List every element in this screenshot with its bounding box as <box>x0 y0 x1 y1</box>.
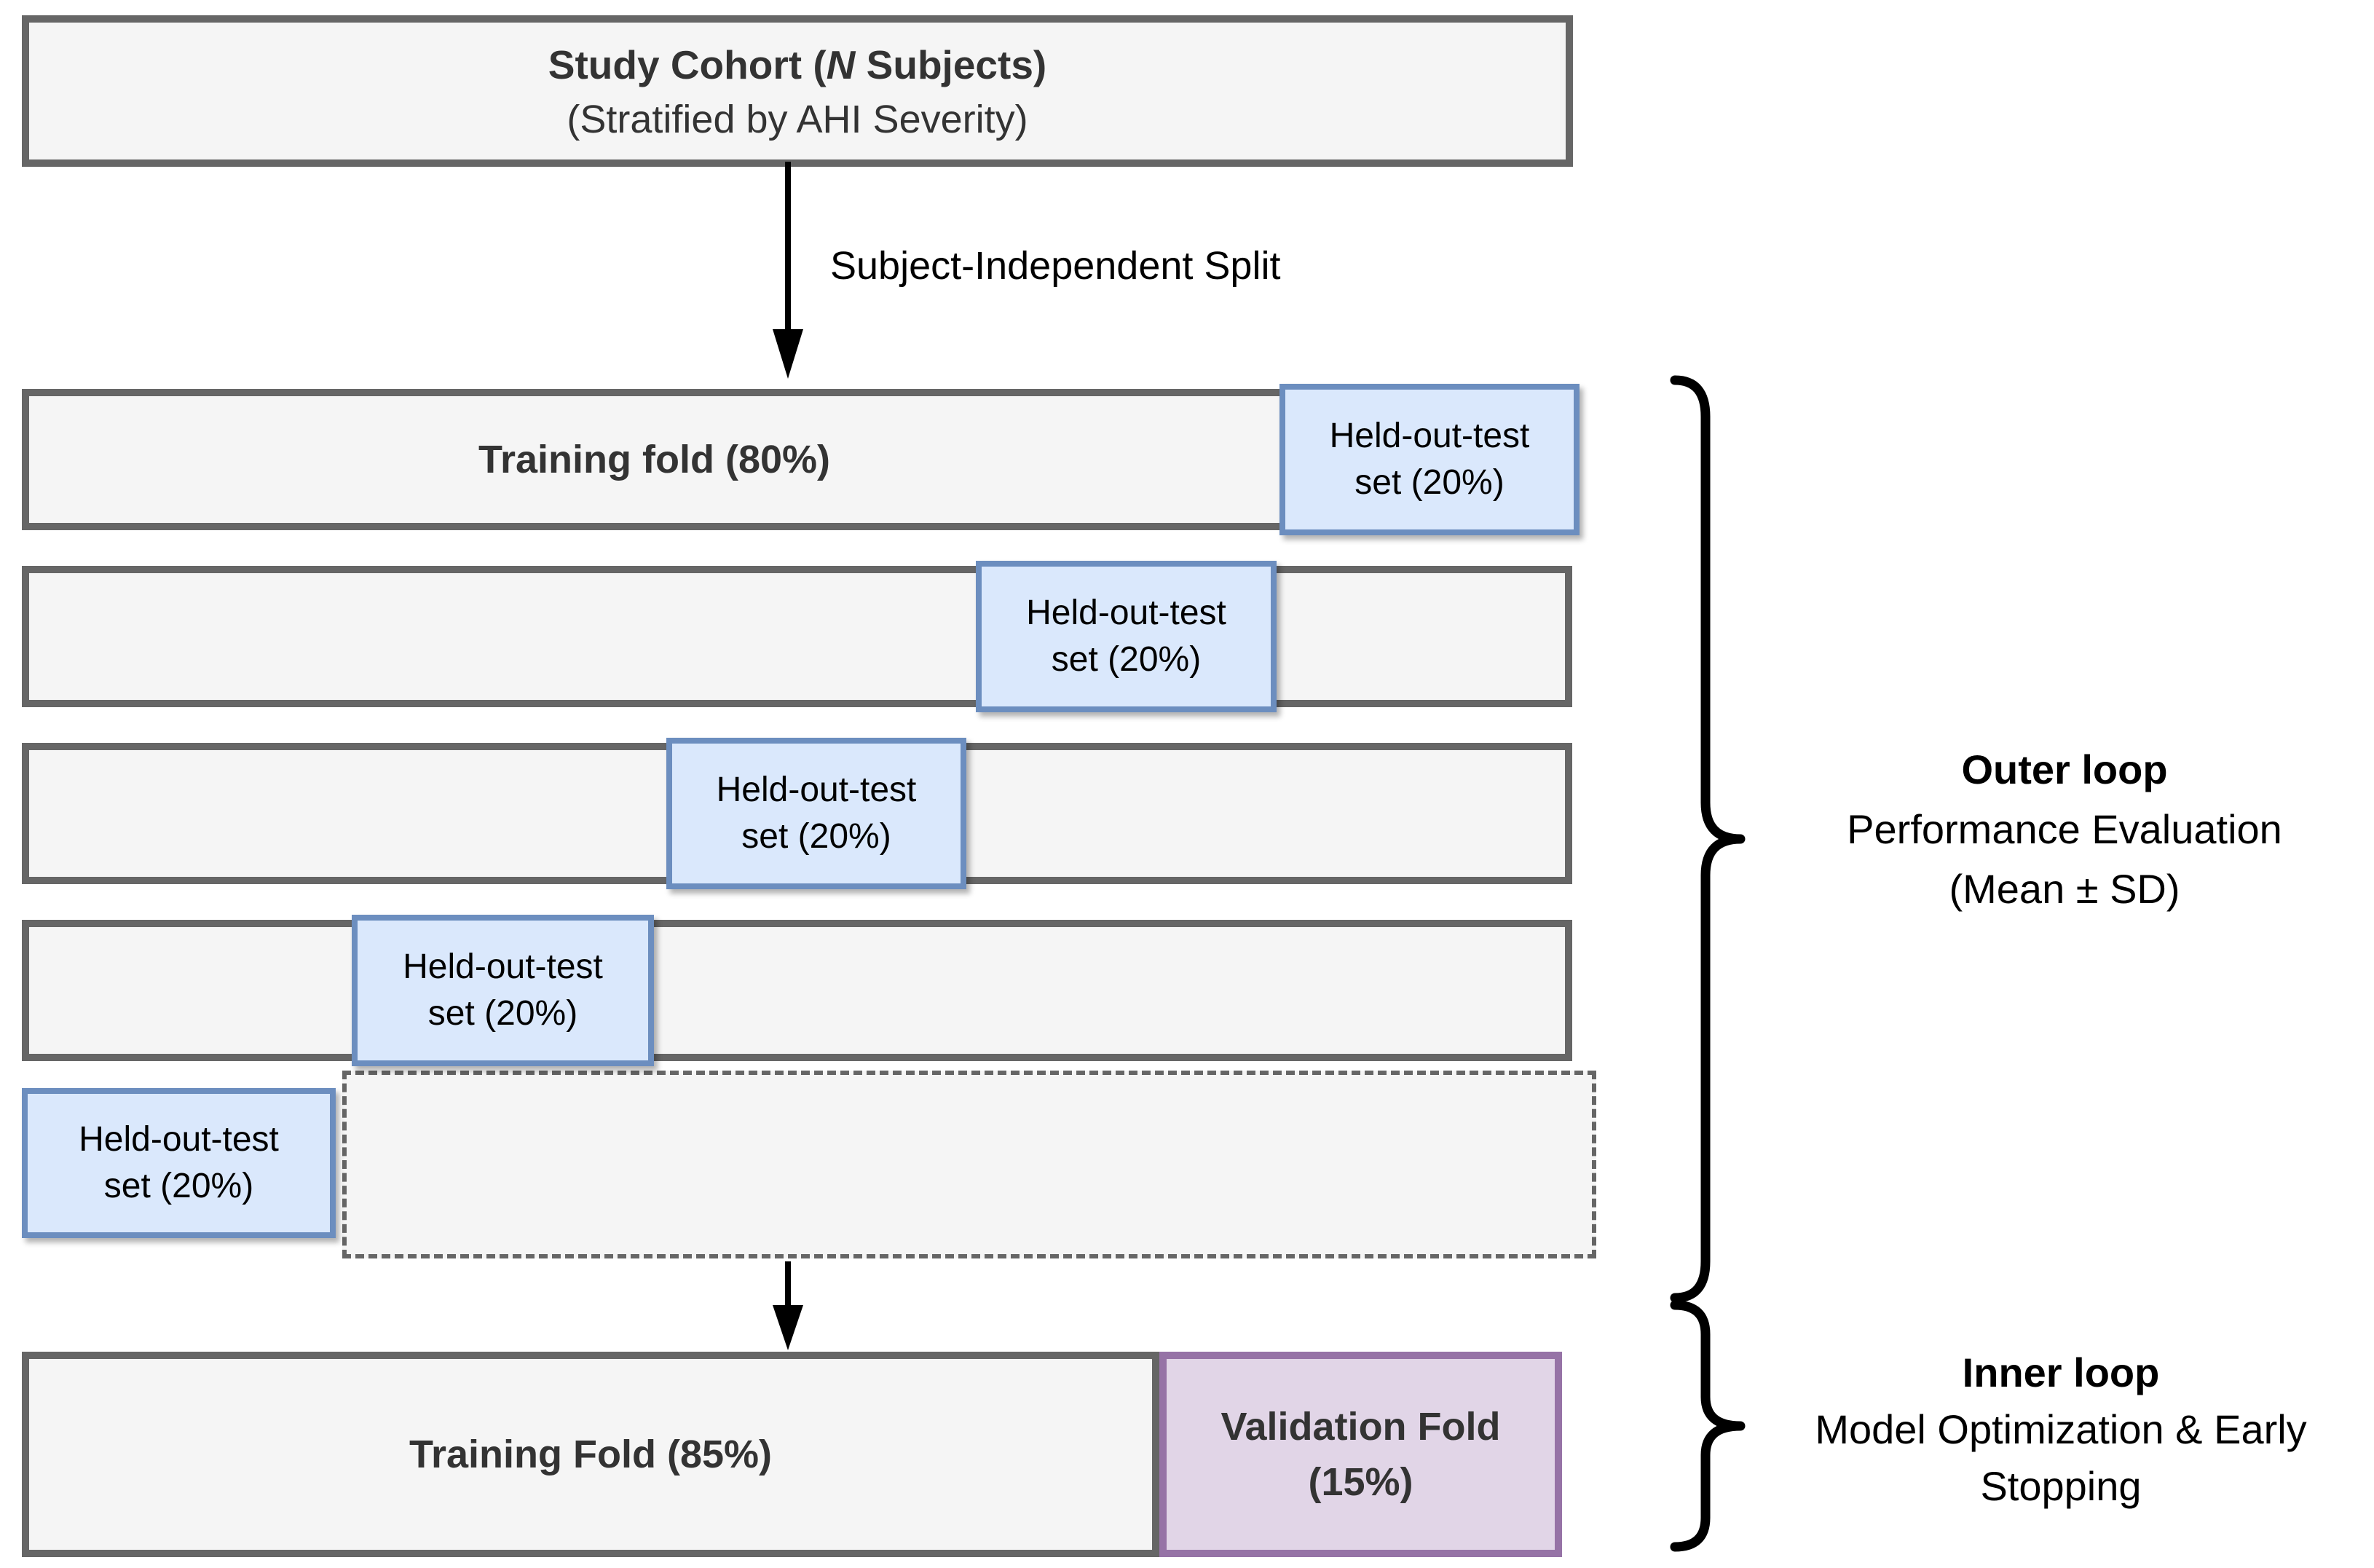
fold-row-4 <box>22 920 1572 1061</box>
validation-fold-box: Validation Fold (15%) <box>1159 1352 1562 1557</box>
held-out-label-line2: set (20%) <box>1354 463 1505 502</box>
inner-split-arrow-head-icon <box>773 1305 803 1350</box>
outer-loop-label: Outer loop Performance Evaluation (Mean … <box>1755 740 2374 919</box>
inner-split-arrow-line <box>785 1261 791 1305</box>
held-out-label-line2: set (20%) <box>741 817 891 856</box>
inner-loop-label: Inner loop Model Optimization & Early St… <box>1748 1344 2374 1515</box>
outer-loop-line2: (Mean ± SD) <box>1949 866 2180 912</box>
fold-row-2 <box>22 566 1572 707</box>
held-out-test-box-5: Held-out-test set (20%) <box>22 1088 336 1238</box>
outer-loop-line1: Performance Evaluation <box>1847 806 2282 852</box>
split-arrow-label: Subject-Independent Split <box>830 244 1281 288</box>
held-out-test-box-3: Held-out-test set (20%) <box>666 738 966 889</box>
training-fold-85-label: Training Fold (85%) <box>409 1433 773 1476</box>
cohort-title-prefix: Study Cohort ( <box>548 42 827 87</box>
held-out-label-line1: Held-out-test <box>79 1120 279 1159</box>
inner-loop-title: Inner loop <box>1962 1350 2160 1395</box>
inner-loop-line2: Stopping <box>1980 1463 2142 1509</box>
held-out-label-line1: Held-out-test <box>403 948 603 986</box>
held-out-label-line2: set (20%) <box>103 1167 254 1205</box>
fold-row-5-dashed <box>342 1071 1596 1258</box>
outer-loop-title: Outer loop <box>1961 746 2168 792</box>
training-fold-label: Training fold (80%) <box>478 438 831 481</box>
training-fold-85-box: Training Fold (85%) <box>22 1352 1159 1557</box>
validation-fold-label-line2: (15%) <box>1308 1460 1413 1504</box>
cohort-title-n: N <box>826 42 856 87</box>
held-out-test-box-1: Held-out-test set (20%) <box>1279 384 1580 535</box>
held-out-label-line1: Held-out-test <box>1329 417 1530 455</box>
held-out-label-line1: Held-out-test <box>716 771 917 809</box>
split-arrow-head-icon <box>773 329 803 379</box>
study-cohort-title: Study Cohort (N Subjects) <box>548 36 1046 93</box>
split-arrow-line <box>785 162 791 329</box>
study-cohort-box: Study Cohort (N Subjects) (Stratified by… <box>22 15 1573 167</box>
study-cohort-subtitle: (Stratified by AHI Severity) <box>567 98 1028 141</box>
held-out-label-line2: set (20%) <box>427 994 578 1033</box>
held-out-label-line1: Held-out-test <box>1026 594 1226 632</box>
held-out-test-box-2: Held-out-test set (20%) <box>976 561 1277 712</box>
inner-loop-brace-icon <box>1670 1300 1746 1552</box>
outer-loop-brace-icon <box>1670 375 1746 1303</box>
held-out-label-line2: set (20%) <box>1051 640 1202 679</box>
cohort-title-suffix: Subjects) <box>855 42 1047 87</box>
validation-fold-label-line1: Validation Fold <box>1220 1405 1501 1449</box>
held-out-test-box-4: Held-out-test set (20%) <box>352 915 654 1066</box>
inner-loop-line1: Model Optimization & Early <box>1815 1406 2307 1452</box>
